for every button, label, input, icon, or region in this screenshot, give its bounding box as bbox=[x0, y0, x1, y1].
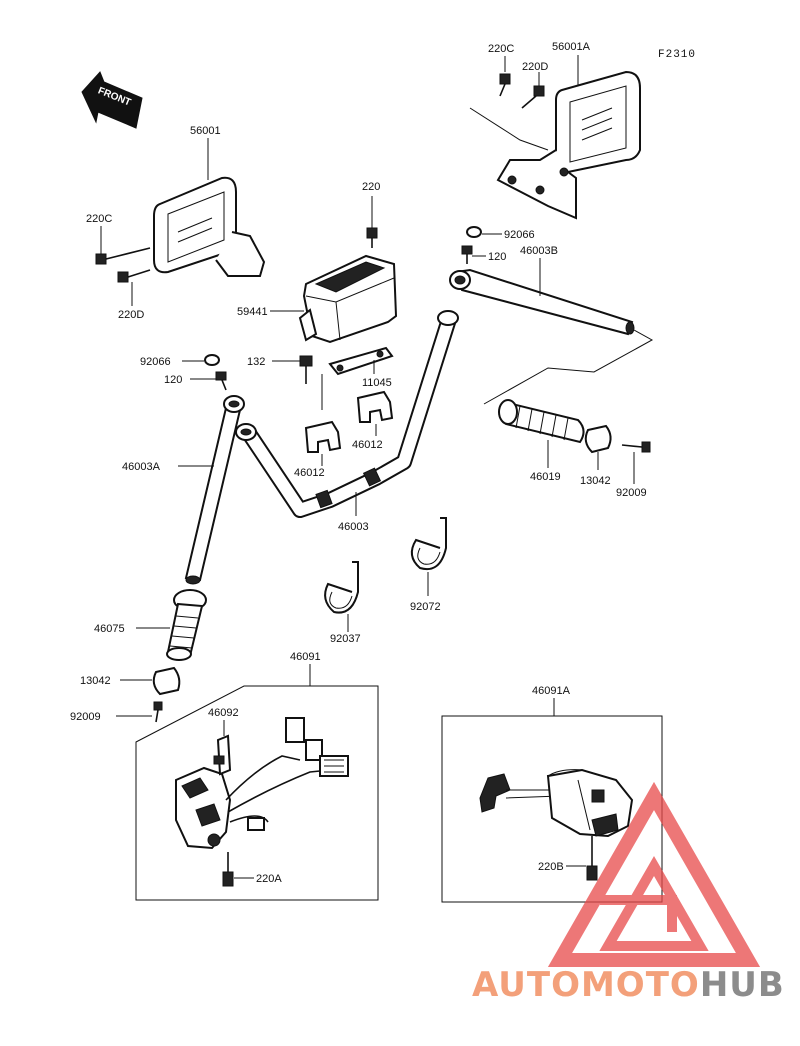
label-46012-right: 46012 bbox=[352, 439, 383, 451]
label-46003A: 46003A bbox=[122, 461, 161, 473]
label-59441: 59441 bbox=[237, 306, 268, 318]
weight-13042-right bbox=[584, 424, 612, 454]
label-220D-left: 220D bbox=[118, 309, 144, 321]
screw-220B bbox=[586, 836, 598, 881]
label-92072: 92072 bbox=[410, 601, 441, 613]
handlebar-cover bbox=[298, 254, 398, 344]
right-switch-assembly bbox=[479, 768, 634, 838]
label-46075: 46075 bbox=[94, 623, 125, 635]
label-46091: 46091 bbox=[290, 651, 321, 663]
weight-13042-left bbox=[152, 666, 181, 696]
label-92009-right: 92009 bbox=[616, 487, 647, 499]
screw-92009-left bbox=[153, 701, 163, 723]
label-11045: 11045 bbox=[362, 377, 392, 389]
clamp-46012-right bbox=[356, 390, 394, 423]
bracket-11045 bbox=[328, 346, 394, 376]
label-120-right: 120 bbox=[488, 251, 506, 263]
label-46019: 46019 bbox=[530, 471, 561, 483]
grip-46019 bbox=[498, 399, 585, 444]
label-92066-left: 92066 bbox=[140, 356, 171, 368]
bolt-220C-right bbox=[499, 73, 511, 97]
grip-46075 bbox=[166, 589, 207, 661]
right-mirror bbox=[496, 70, 641, 220]
handlebar-46003A bbox=[184, 395, 245, 585]
label-220C-left: 220C bbox=[86, 213, 112, 225]
watermark-text-part1: AUTOMOTO bbox=[472, 965, 700, 1005]
cap-92066-right bbox=[466, 226, 482, 238]
screw-120-left bbox=[215, 371, 227, 391]
cap-92066-left bbox=[204, 354, 220, 366]
label-220A: 220A bbox=[256, 873, 282, 885]
watermark-logo-icon bbox=[547, 781, 761, 967]
label-46003B: 46003B bbox=[520, 245, 558, 257]
label-132: 132 bbox=[247, 356, 265, 368]
label-220-top: 220 bbox=[362, 181, 380, 193]
label-56001A: 56001A bbox=[552, 41, 591, 53]
screw-120-right bbox=[461, 245, 473, 264]
left-switch-assembly bbox=[175, 717, 349, 850]
label-46091A: 46091A bbox=[532, 685, 571, 697]
label-46092: 46092 bbox=[208, 707, 239, 719]
watermark-text: AUTOMOTOHUB bbox=[472, 965, 785, 1005]
bolt-220D-left bbox=[117, 269, 151, 283]
bolt-220D-right bbox=[521, 85, 545, 109]
handlebar-46003 bbox=[235, 310, 459, 518]
label-92066-right: 92066 bbox=[504, 229, 535, 241]
bolt-132 bbox=[299, 355, 313, 384]
figure-code: F2310 bbox=[658, 49, 696, 61]
label-220B: 220B bbox=[538, 861, 564, 873]
label-120-left: 120 bbox=[164, 374, 182, 386]
label-13042-left: 13042 bbox=[80, 675, 111, 687]
tie-92037 bbox=[324, 561, 359, 614]
left-mirror bbox=[153, 176, 266, 277]
bolt-220C-left bbox=[95, 247, 151, 265]
label-46012-left: 46012 bbox=[294, 467, 325, 479]
tie-92072 bbox=[410, 517, 447, 570]
label-56001: 56001 bbox=[190, 125, 221, 137]
front-arrow-icon: FRONT bbox=[81, 71, 143, 129]
screw-220A bbox=[222, 852, 234, 887]
screw-92009-right bbox=[621, 441, 651, 453]
label-46003: 46003 bbox=[338, 521, 369, 533]
label-220C-right: 220C bbox=[488, 43, 514, 55]
part-46092 bbox=[213, 734, 232, 776]
handlebar-46003B bbox=[449, 268, 635, 336]
label-92009-left: 92009 bbox=[70, 711, 101, 723]
clamp-46012-left bbox=[304, 420, 342, 453]
left-switch-box-frame bbox=[135, 685, 379, 901]
label-13042-right: 13042 bbox=[580, 475, 611, 487]
bolt-220-top bbox=[366, 227, 378, 248]
watermark-text-part2: HUB bbox=[700, 965, 785, 1005]
label-92037: 92037 bbox=[330, 633, 361, 645]
label-220D-right: 220D bbox=[522, 61, 548, 73]
